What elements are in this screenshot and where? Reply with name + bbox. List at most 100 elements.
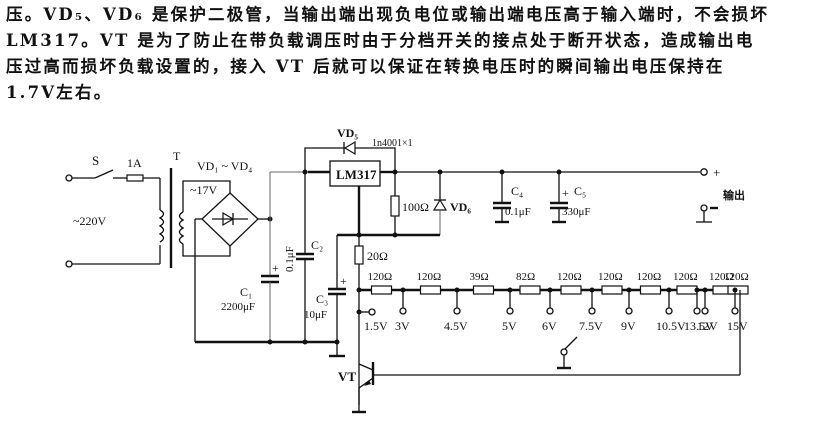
output-label: 输出	[723, 188, 745, 202]
fuse-label: 1A	[127, 156, 142, 170]
tap-label: 10.5V	[656, 319, 686, 333]
ladder-resistor-label: 82Ω	[516, 271, 535, 283]
secondary-voltage-label: ~17V	[190, 183, 217, 197]
tap-label: 12V	[697, 319, 718, 333]
primary-coil	[158, 209, 165, 243]
r20-label: 20Ω	[367, 249, 388, 263]
ladder-resistor	[370, 285, 393, 295]
output-terminal-negative[interactable]	[700, 204, 708, 212]
mains-input: S 1A ~220V	[65, 153, 161, 268]
tap-label: 13.5V	[684, 319, 714, 333]
ladder-resistor-label: 120Ω	[673, 271, 698, 283]
c2-name: C₂	[311, 238, 323, 252]
tap-contact	[625, 307, 633, 315]
tap-contact	[588, 307, 596, 315]
output-terminal-positive[interactable]	[700, 168, 708, 176]
ladder-resistor	[639, 285, 662, 295]
vd6-diode-icon	[432, 198, 448, 211]
input-terminal-bottom	[65, 260, 73, 268]
transistor-vt: VT	[338, 290, 741, 414]
vd6-label: VD₆	[450, 200, 471, 214]
lm317-regulator: LM317	[329, 160, 381, 238]
output-capacitors: C₄ 0.1μF + C₅ 330μF	[493, 172, 591, 224]
paragraph-line-3: 压过高而损坏负载设置的，接入 VT 后就可以保证在转换电压时的瞬间输出电压保持在	[6, 57, 725, 76]
ladder-resistor-label: 120Ω	[368, 271, 393, 283]
tap-label: 3V	[395, 319, 410, 333]
c3-plus: +	[340, 274, 347, 288]
resistor-20-ohm	[354, 245, 364, 265]
ladder-resistor	[472, 285, 495, 295]
tap-label: 1.5V	[364, 319, 388, 333]
tap-label: 9V	[621, 319, 636, 333]
input-capacitors: + C₁ 2200μF C₂ 0.1μF + C₃ 10μF	[195, 172, 347, 358]
transformer-label: T	[173, 149, 181, 163]
tap-contact	[399, 307, 407, 315]
mains-voltage-label: ~220V	[73, 214, 106, 228]
c4-name: C₄	[511, 184, 523, 198]
c1-name: C₁	[240, 285, 252, 299]
tap-contact	[453, 307, 461, 315]
tap-contact	[665, 307, 673, 315]
regulator-label: LM317	[336, 167, 377, 182]
c5-plus: +	[562, 186, 569, 200]
c1-value: 2200μF	[221, 301, 255, 313]
range-selector-switch[interactable]	[557, 336, 578, 370]
input-terminal-top	[65, 174, 73, 182]
tap-label: 15V	[727, 319, 748, 333]
vd5-diode-icon	[343, 140, 356, 156]
ladder-resistor-label: 120Ω	[417, 271, 442, 283]
c1-plus: +	[272, 261, 279, 275]
tap-contact	[546, 307, 554, 315]
tap-label: 4.5V	[444, 319, 468, 333]
tap-contact	[731, 307, 739, 315]
c3-value: 10μF	[304, 309, 327, 321]
bridge-label: VD₁ ~ VD₄	[197, 159, 252, 173]
ladder-resistor-label: 120Ω	[637, 271, 662, 283]
ladder-resistor	[727, 285, 749, 295]
paragraph-line-1: 压。VD₅、VD₆ 是保护二极管，当输出端出现负电位或输出端电压高于输入端时，不…	[6, 5, 770, 24]
tap-label: 5V	[502, 319, 517, 333]
c4-value: 0.1μF	[505, 206, 531, 218]
tap-label: 7.5V	[579, 319, 603, 333]
vd5-diode: VD₅ 1n4001×1	[304, 126, 413, 172]
fuse	[126, 174, 144, 182]
c5-value: 330μF	[562, 206, 591, 218]
c3-name: C₃	[316, 292, 328, 306]
secondary-coil	[178, 211, 185, 245]
bridge-rectifier: VD₁ ~ VD₄	[194, 159, 273, 342]
vd5-part-label: 1n4001×1	[372, 138, 413, 149]
output-terminals: + 输出	[696, 165, 745, 223]
ladder-resistor	[560, 285, 582, 295]
ladder-resistor	[419, 285, 442, 295]
ladder-resistor	[601, 285, 623, 295]
c5-name: C₅	[574, 184, 586, 198]
ladder-node	[356, 287, 362, 293]
transistor-label: VT	[338, 369, 356, 384]
ladder-resistor-label: 120Ω	[557, 271, 582, 283]
switch-s	[94, 169, 114, 179]
tap-label: 6V	[542, 319, 557, 333]
ladder-resistor-label: 120Ω	[598, 271, 623, 283]
bridge-diode-icon	[222, 211, 235, 227]
tap-contact	[701, 307, 709, 315]
vd5-label: VD₅	[337, 126, 358, 140]
resistor-100-ohm	[390, 195, 400, 217]
switch-label: S	[92, 153, 99, 168]
tap-contact	[693, 307, 701, 315]
ladder-resistor-label: 120Ω	[724, 271, 749, 283]
r100-label: 100Ω	[402, 200, 429, 214]
paragraph-line-2: LM317。VT 是为了防止在带负载调压时由于分档开关的接点处于断开状态，造成输…	[6, 31, 755, 50]
tap-contact-1-5v	[368, 308, 376, 316]
ladder-resistor-label: 39Ω	[470, 271, 489, 283]
ladder-resistor	[676, 285, 698, 295]
adjust-network: 100Ω VD₆ 20Ω	[337, 172, 471, 405]
description-paragraph: 压。VD₅、VD₆ 是保护二极管，当输出端出现负电位或输出端电压高于输入端时，不…	[6, 2, 821, 106]
c2-value: 0.1μF	[284, 246, 296, 272]
ladder-resistor	[519, 285, 541, 295]
output-plus-label: +	[713, 165, 720, 180]
ladder-resistor-label: 120Ω	[709, 271, 734, 283]
transformer: T ~17V	[158, 149, 231, 268]
tap-contact	[506, 307, 514, 315]
